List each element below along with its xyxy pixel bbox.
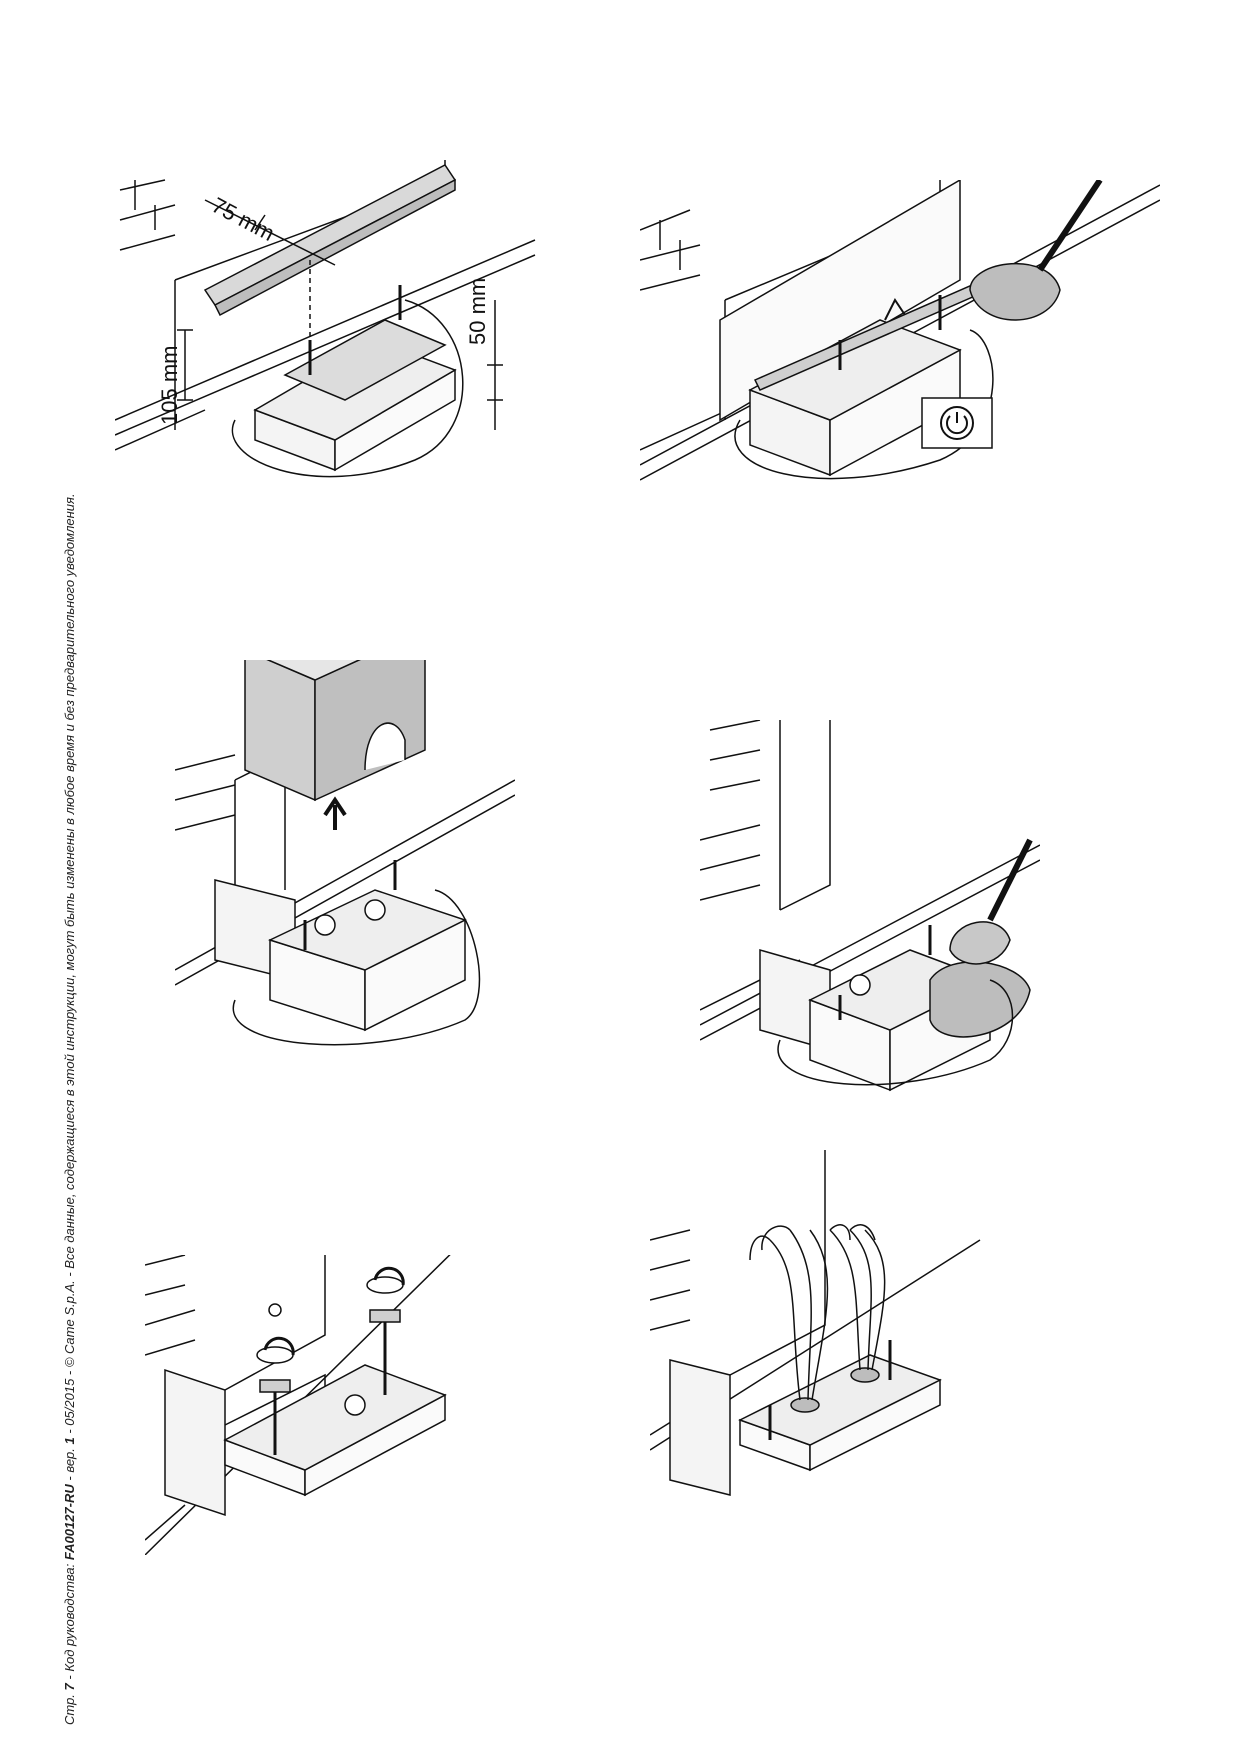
figure-remove-formwork xyxy=(175,660,515,1060)
formwork-illustration xyxy=(175,660,515,1046)
footer-version: 1 xyxy=(62,1437,77,1445)
footer-page-prefix: Стр. xyxy=(62,1694,77,1725)
rack-positioning-illustration: 75 mm 105 mm 50 mm xyxy=(115,160,536,478)
timer-icon xyxy=(921,397,993,449)
page-footer: Стр. 7 - Код руководства: FA00127-RU - в… xyxy=(62,493,77,1725)
figure-leveling xyxy=(640,180,1160,510)
leveling-illustration xyxy=(640,180,1160,481)
fasten-nuts-illustration xyxy=(145,1255,451,1555)
footer-version-prefix: - вер. xyxy=(62,1444,77,1485)
dim-plate-protrusion: 50 mm xyxy=(465,278,490,345)
footer-code-prefix: - Код руководства: xyxy=(62,1560,77,1684)
figure-pass-cables xyxy=(650,1150,1000,1570)
footer-page-number: 7 xyxy=(62,1683,77,1691)
figure-fill-concrete xyxy=(700,720,1040,1100)
figure-fasten-nuts xyxy=(145,1255,525,1555)
pass-cables-illustration xyxy=(650,1150,981,1496)
dim-height: 105 mm xyxy=(157,346,182,425)
figure-rack-positioning: 75 mm 105 mm 50 mm xyxy=(115,160,585,500)
footer-copyright: - 05/2015 - © Came S.p.A. - Все данные, … xyxy=(62,493,77,1438)
fill-concrete-illustration xyxy=(700,720,1040,1092)
footer-manual-code: FA00127-RU xyxy=(62,1484,77,1561)
dim-rack-offset: 75 mm xyxy=(208,192,279,246)
